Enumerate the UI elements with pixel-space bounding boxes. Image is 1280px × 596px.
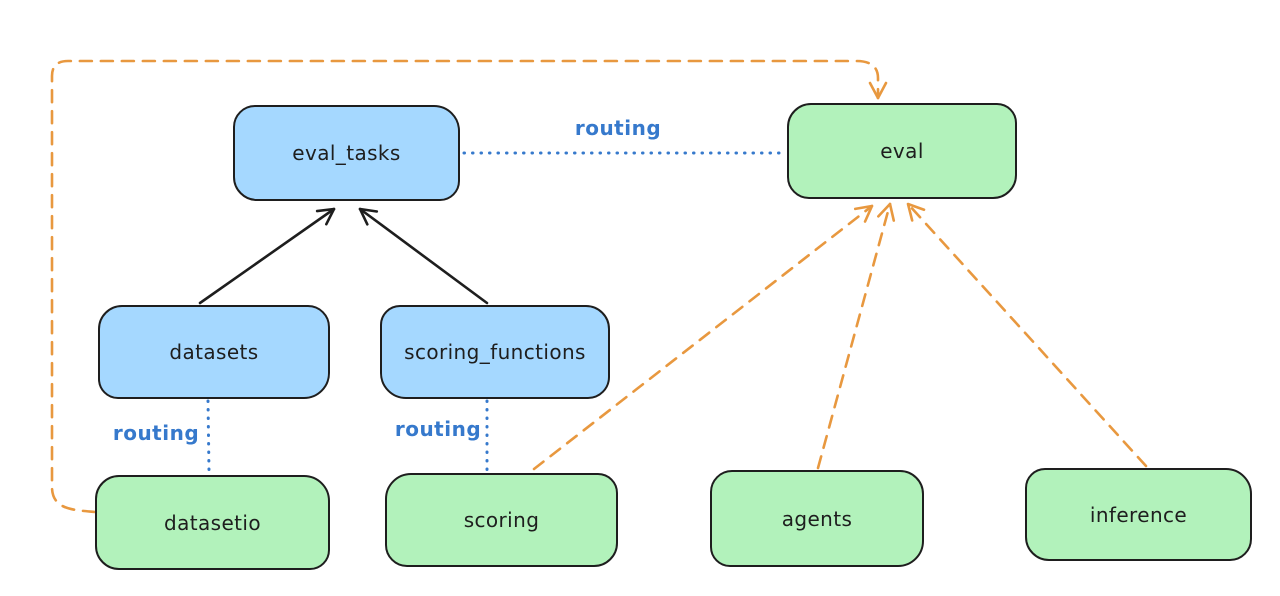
- node-eval-label: eval: [880, 139, 924, 163]
- arrow-agents-to-eval: [816, 202, 896, 470]
- node-datasets: datasets: [98, 305, 330, 399]
- arrow-datasets-to-eval-tasks: [198, 207, 336, 305]
- node-datasetio: datasetio: [95, 475, 330, 570]
- node-agents: agents: [710, 470, 924, 567]
- node-eval-tasks: eval_tasks: [233, 105, 460, 201]
- node-scoring-functions-label: scoring_functions: [404, 340, 586, 364]
- node-scoring-functions: scoring_functions: [380, 305, 610, 399]
- node-scoring: scoring: [385, 473, 618, 567]
- arrow-scoring-to-eval: [532, 204, 874, 471]
- node-datasetio-label: datasetio: [163, 510, 261, 535]
- routing-label-eval-tasks-to-eval: routing: [574, 116, 662, 140]
- arrow-datasetio-to-eval: [50, 59, 888, 514]
- routing-label-datasets-to-datasetio: routing: [112, 421, 200, 445]
- node-eval: eval: [787, 103, 1017, 199]
- node-scoring-label: scoring: [463, 508, 540, 532]
- node-eval-tasks-label: eval_tasks: [292, 141, 401, 165]
- node-agents-label: agents: [781, 506, 853, 531]
- node-datasets-label: datasets: [169, 340, 259, 364]
- arrow-inference-to-eval: [906, 202, 1148, 468]
- node-inference: inference: [1025, 468, 1252, 561]
- node-inference-label: inference: [1089, 502, 1188, 527]
- edge-routing-datasets-to-datasetio: [206, 399, 211, 473]
- arrow-scoring-functions-to-eval-tasks: [358, 207, 489, 305]
- routing-label-scoring-functions-to-scoring: routing: [394, 417, 482, 441]
